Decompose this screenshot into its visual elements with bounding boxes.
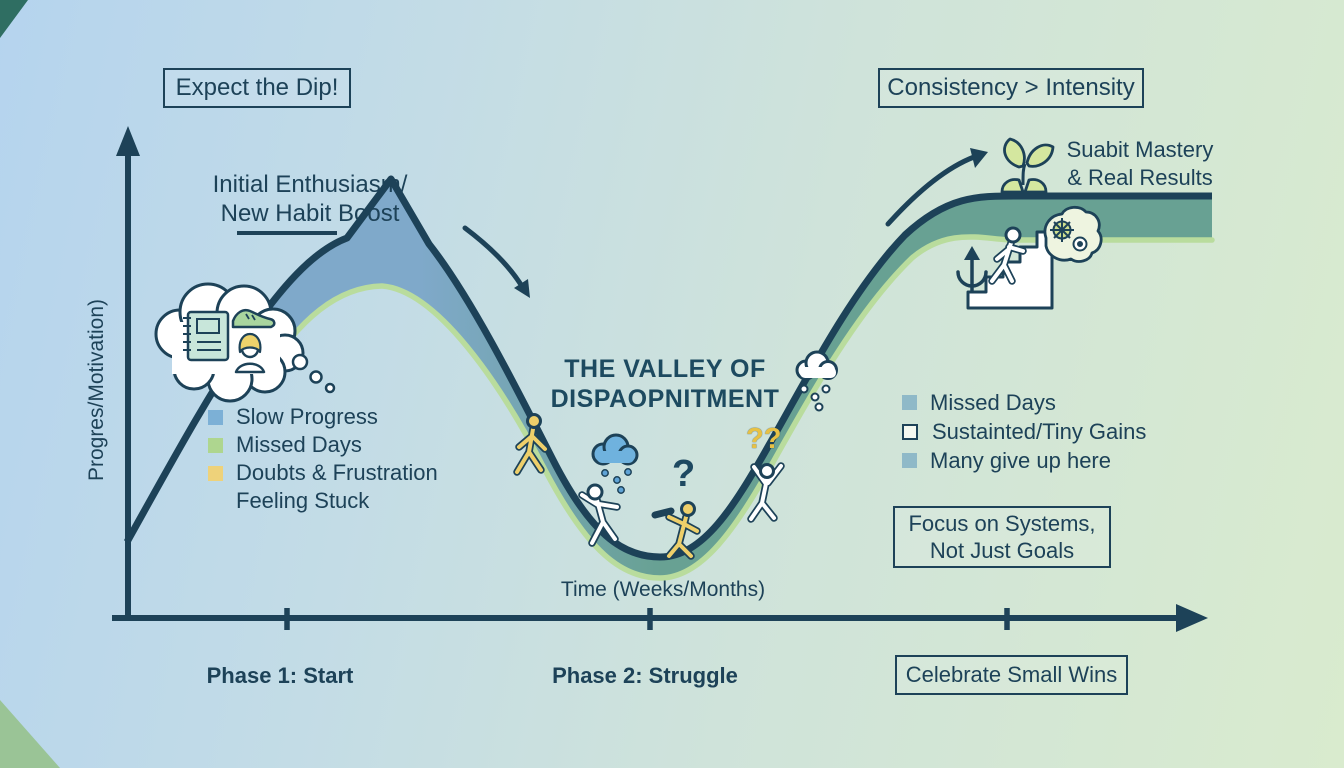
focus-systems-line2: Not Just Goals [929,538,1075,563]
down-arrow-icon [462,225,530,298]
list-item: Sustainted/Tiny Gains [902,417,1146,446]
rain-cloud-white-icon [795,350,838,412]
y-axis-label: Progres/Motivation) [85,298,108,482]
consistency-label: Consistency > Intensity [887,74,1135,101]
outlined-square-bullet [902,423,918,440]
list-item: Feeling Stuck [208,487,438,515]
expect-the-dip-label: Expect the Dip! [175,74,339,101]
y-axis-arrowhead [116,126,140,156]
up-arrow-icon [885,148,988,227]
thought-bubble-3 [324,382,336,394]
gray-blue-square-bullet [902,453,917,468]
climbing-figure-icon [747,462,785,523]
focus-systems-box: Focus on Systems, Not Just Goals [893,506,1111,568]
curve-inner-green-edge [259,234,1215,581]
corner-accent-bottom-left [0,700,60,768]
axes [112,126,1208,632]
gray-blue-square-bullet [902,395,917,410]
list-item: Slow Progress [208,403,438,431]
stairs-figure-icon [988,226,1027,285]
double-question-mark: ?? [746,423,782,455]
valley-title: THE VALLEY OF DISPAOPNITMENT [550,355,780,413]
corner-accent-top-left [0,0,28,38]
phase2-label: Phase 2: Struggle [552,663,738,688]
valley-facts-list: Missed Days Sustainted/Tiny Gains Many g… [902,388,1146,475]
celebrate-small-wins-label: Celebrate Small Wins [905,662,1118,687]
thought-bubble-2 [309,370,323,384]
thought-cloud-icon [154,282,336,403]
x-axis-arrowhead [1176,604,1208,632]
phase1-label: Phase 1: Start [206,663,354,688]
no-bullet-spacer [208,494,223,509]
notebook-icon [183,310,230,362]
list-item: Missed Days [208,431,438,459]
list-item: Many give up here [902,446,1146,475]
celebrate-small-wins-box: Celebrate Small Wins [895,655,1128,695]
plant-sprout-icon [1000,137,1055,194]
question-mark: ? [672,453,696,495]
working-figure-icon [651,501,701,560]
habit-mastery-label: Suabit Mastery & Real Results [1066,137,1214,190]
loop-up-arrow-icon [956,246,988,292]
initial-enthusiasm-label: Initial Enthusiasm/ New Habit Boost [212,171,408,227]
list-item: Missed Days [902,388,1146,417]
falling-figure-icon [578,483,621,547]
brain-gears-icon [1043,205,1103,263]
x-axis-label: Time (Weeks/Months) [560,578,766,601]
phase1-symptoms-list: Slow Progress Missed Days Doubts & Frust… [208,403,438,515]
focus-systems-line1: Focus on Systems, [908,511,1096,536]
curve-band-fill [252,179,1212,578]
blue-square-bullet [208,409,223,425]
yellow-square-bullet [208,465,223,481]
rain-cloud-blue-icon [591,433,639,494]
list-item: Doubts & Frustration [208,459,438,487]
walking-figure-icon [513,413,549,476]
person-icon [234,332,266,374]
consistency-box: Consistency > Intensity [878,68,1144,108]
expect-the-dip-box: Expect the Dip! [163,68,351,108]
green-square-bullet [208,437,223,453]
thought-bubble-1 [291,353,309,371]
sneaker-icon [231,308,276,329]
